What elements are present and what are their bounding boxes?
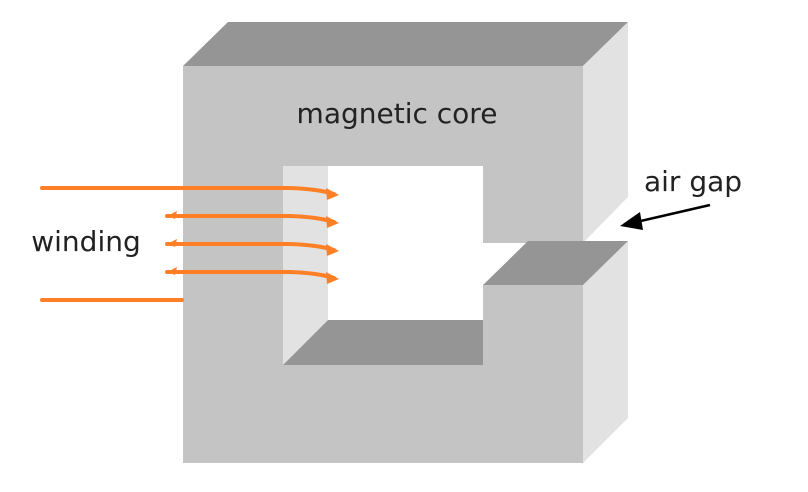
air-gap-label: air gap xyxy=(644,165,742,198)
winding-turn-tail xyxy=(167,239,177,247)
winding-turn-head xyxy=(326,272,339,284)
winding-label: winding xyxy=(31,225,141,258)
window-opening xyxy=(283,166,483,365)
core-right-side-lower xyxy=(583,241,628,463)
gap-lower-top-face xyxy=(483,241,628,285)
window-inner-floor xyxy=(283,320,483,365)
core-label: magnetic core xyxy=(297,97,498,130)
winding-turns xyxy=(165,211,339,284)
core-top-face xyxy=(183,22,628,66)
winding-turn-head xyxy=(326,244,339,256)
winding-turn-tail xyxy=(167,211,177,219)
winding-turn-head xyxy=(326,216,339,228)
air-gap-arrow-line xyxy=(631,203,711,225)
core-right-side-upper xyxy=(583,22,628,243)
winding-turn-tail xyxy=(167,267,177,275)
air-gap-arrow-head xyxy=(620,212,643,230)
winding-turn-1-head xyxy=(326,188,339,200)
